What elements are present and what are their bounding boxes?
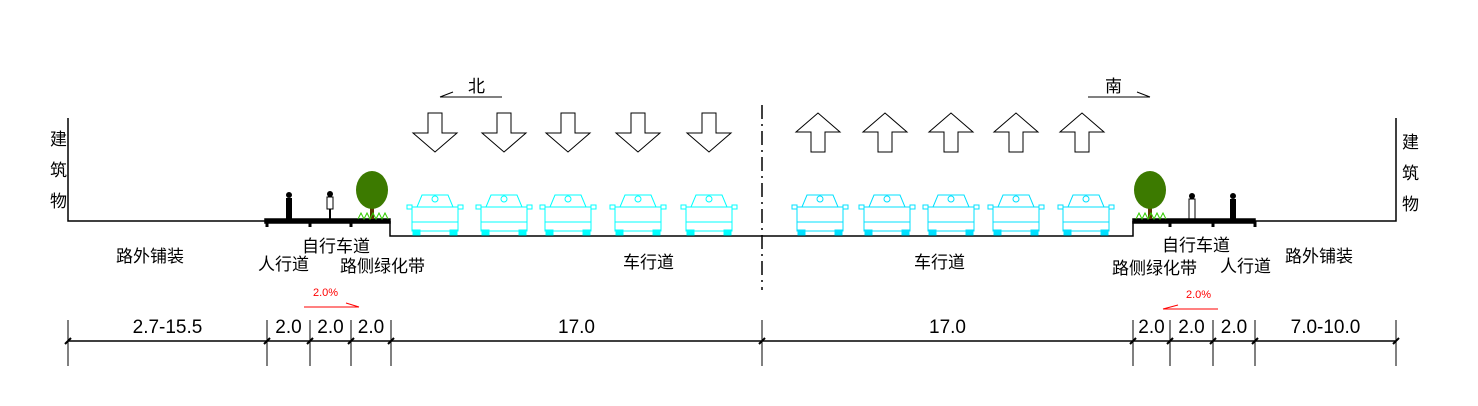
up-arrow-icon bbox=[927, 112, 975, 153]
dimension-tick-mark bbox=[758, 337, 766, 345]
slope-right: 2.0% bbox=[1162, 289, 1218, 310]
label-bike-lane-right: 自行车道 bbox=[1162, 236, 1230, 256]
left-sidewalk-platform bbox=[264, 218, 391, 224]
car-icon bbox=[680, 194, 738, 236]
label-off-road-paving-right: 路外铺装 bbox=[1285, 247, 1353, 267]
label-bike-lane-left: 自行车道 bbox=[302, 237, 370, 257]
svg-text:2.0%: 2.0% bbox=[1186, 289, 1211, 301]
south-indicator: 南 bbox=[1088, 77, 1151, 98]
up-arrow-icon bbox=[1058, 112, 1106, 153]
dimension-value: 17.0 bbox=[929, 317, 966, 338]
label-sidewalk-right: 人行道 bbox=[1220, 257, 1271, 277]
dimension-tick-mark bbox=[1209, 337, 1217, 345]
down-arrow-icon bbox=[480, 112, 528, 153]
label-sidewalk-left: 人行道 bbox=[258, 255, 309, 275]
dimension-tick-mark bbox=[1129, 337, 1137, 345]
dimension-value: 7.0-10.0 bbox=[1291, 317, 1361, 338]
dimension-line bbox=[64, 320, 1400, 366]
pedestrian-icon bbox=[286, 192, 292, 219]
north-indicator: 北 bbox=[439, 77, 502, 98]
dimension-tick-mark bbox=[64, 337, 72, 345]
label-off-road-paving-left: 路外铺装 bbox=[116, 247, 184, 267]
dimension-tick-mark bbox=[1166, 337, 1174, 345]
dimension-tick-mark bbox=[1251, 337, 1259, 345]
dimension-tick-mark bbox=[347, 337, 355, 345]
right-building-line bbox=[1255, 118, 1397, 222]
label-roadside-green-left: 路侧绿化带 bbox=[340, 257, 425, 277]
car-icon bbox=[1057, 194, 1115, 236]
svg-text:建: 建 bbox=[1402, 133, 1419, 153]
dimension-value: 2.0 bbox=[1221, 317, 1247, 338]
down-arrow-icon bbox=[411, 112, 459, 153]
svg-text:建: 建 bbox=[50, 130, 67, 150]
svg-text:筑: 筑 bbox=[50, 161, 67, 181]
svg-text:2.0%: 2.0% bbox=[313, 287, 338, 299]
dimension-value: 2.0 bbox=[317, 317, 343, 338]
svg-text:南: 南 bbox=[1105, 77, 1122, 97]
tree-icon bbox=[1134, 171, 1167, 221]
svg-text:北: 北 bbox=[468, 77, 485, 97]
pedestrian-icon bbox=[1188, 193, 1196, 220]
left-building-label: 建 筑 物 bbox=[50, 130, 67, 212]
left-building-line bbox=[67, 118, 265, 222]
car-icon bbox=[539, 194, 597, 236]
down-arrow-icon bbox=[685, 112, 733, 153]
dimension-tick-mark bbox=[1392, 337, 1400, 345]
car-icon bbox=[609, 194, 667, 236]
car-icon bbox=[406, 194, 464, 236]
dimension-tick-mark bbox=[306, 337, 314, 345]
right-building-label: 建 筑 物 bbox=[1402, 133, 1419, 215]
label-carriageway-right: 车行道 bbox=[914, 253, 965, 273]
slope-left: 2.0% bbox=[304, 287, 360, 308]
up-arrow-icon bbox=[992, 112, 1040, 153]
ground-profile bbox=[67, 105, 1397, 290]
label-carriageway-left: 车行道 bbox=[623, 253, 674, 273]
dimension-value: 17.0 bbox=[558, 317, 595, 338]
dimension-value: 2.0 bbox=[1178, 317, 1204, 338]
car-icon bbox=[475, 194, 533, 236]
dimension-value: 2.7-15.5 bbox=[133, 317, 203, 338]
up-arrow-icon bbox=[861, 112, 909, 153]
right-sidewalk-platform bbox=[1132, 218, 1256, 224]
dimension-value: 2.0 bbox=[358, 317, 384, 338]
cyclist-pedestrian-icon bbox=[326, 191, 334, 219]
down-arrow-icon bbox=[614, 112, 662, 153]
car-icon bbox=[987, 194, 1045, 236]
dimension-value: 2.0 bbox=[275, 317, 301, 338]
down-arrow-icon bbox=[544, 112, 592, 153]
dimension-tick-mark bbox=[263, 337, 271, 345]
dimension-value: 2.0 bbox=[1138, 317, 1164, 338]
tree-icon bbox=[356, 171, 389, 221]
svg-text:筑: 筑 bbox=[1402, 164, 1419, 184]
dimension-tick-mark bbox=[387, 337, 395, 345]
up-arrow-icon bbox=[794, 112, 842, 153]
car-icon bbox=[791, 194, 849, 236]
svg-text:物: 物 bbox=[50, 192, 67, 212]
pedestrian-icon bbox=[1230, 193, 1236, 219]
car-icon bbox=[922, 194, 980, 236]
svg-text:物: 物 bbox=[1402, 195, 1419, 215]
label-roadside-green-right: 路侧绿化带 bbox=[1112, 259, 1197, 279]
car-icon bbox=[858, 194, 916, 236]
